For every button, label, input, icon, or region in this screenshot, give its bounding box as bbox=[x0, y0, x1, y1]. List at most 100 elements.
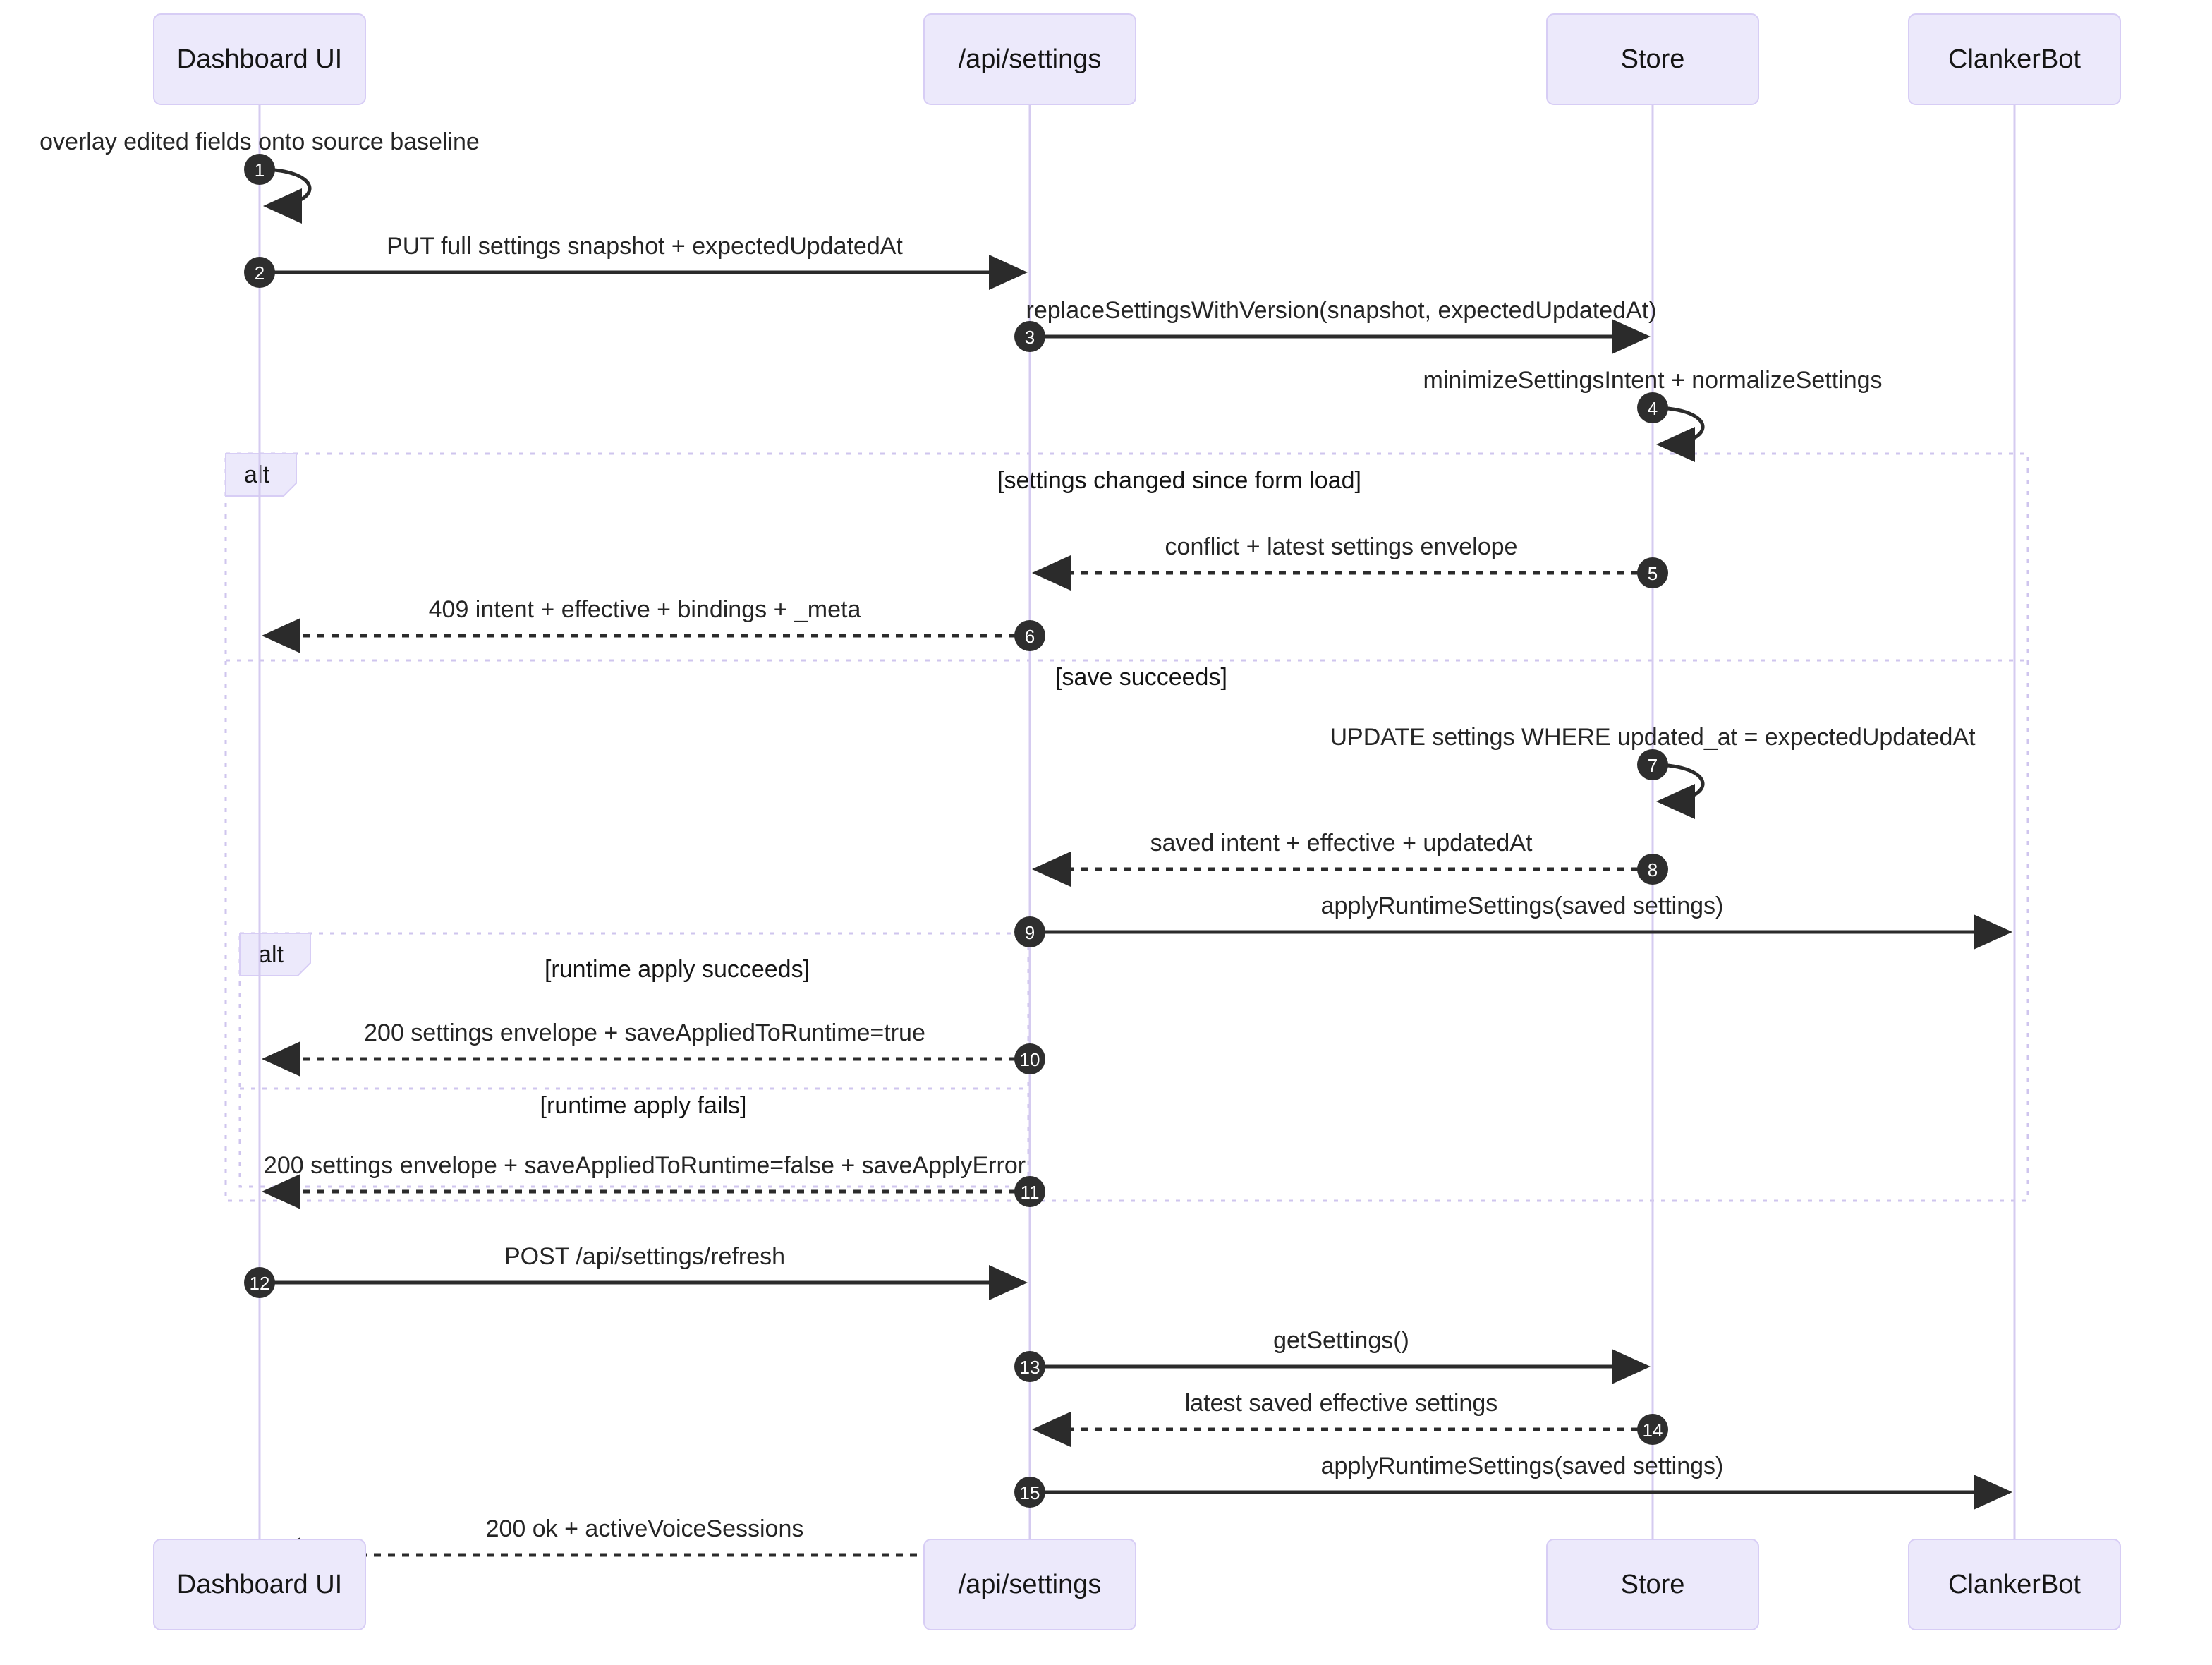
message-2: PUT full settings snapshot + expectedUpd… bbox=[244, 233, 1028, 290]
fragment-condition-label: [runtime apply fails] bbox=[540, 1092, 747, 1119]
fragment-condition-label: [save succeeds] bbox=[1055, 664, 1227, 691]
message-label: minimizeSettingsIntent + normalizeSettin… bbox=[1423, 367, 1882, 394]
sequence-number: 15 bbox=[1020, 1482, 1040, 1503]
message-label: 200 settings envelope + saveAppliedToRun… bbox=[364, 1019, 925, 1046]
sequence-number: 1 bbox=[255, 159, 265, 181]
actor-store-top[interactable]: Store bbox=[1546, 13, 1759, 105]
actor-label: /api/settings bbox=[959, 44, 1102, 74]
message-label: replaceSettingsWithVersion(snapshot, exp… bbox=[1026, 297, 1657, 324]
message-label: 200 ok + activeVoiceSessions bbox=[486, 1515, 804, 1542]
actor-dashboard-bottom[interactable]: Dashboard UI bbox=[153, 1539, 366, 1630]
message-label: overlay edited fields onto source baseli… bbox=[40, 128, 480, 155]
message-15: applyRuntimeSettings(saved settings) 15 bbox=[1014, 1453, 2012, 1510]
actor-label: ClankerBot bbox=[1948, 44, 2081, 74]
sequence-number: 5 bbox=[1648, 563, 1658, 584]
fragment-outer-alt: alt [settings changed since form load] [sa… bbox=[224, 452, 2029, 1202]
sequence-badge bbox=[244, 154, 275, 185]
actor-box[interactable] bbox=[1546, 13, 1759, 105]
sequence-number: 9 bbox=[1025, 922, 1035, 943]
fragment-condition-label: [runtime apply succeeds] bbox=[545, 956, 810, 983]
message-14: latest saved effective settings 14 bbox=[1032, 1390, 1668, 1447]
actor-box[interactable] bbox=[1908, 1539, 2121, 1630]
message-9: applyRuntimeSettings(saved settings) 9 bbox=[1014, 892, 2012, 950]
fragment-operator-tab bbox=[239, 933, 311, 976]
actor-box[interactable] bbox=[153, 13, 366, 105]
sequence-number: 14 bbox=[1643, 1419, 1663, 1441]
actor-dashboard-top[interactable]: Dashboard UI bbox=[153, 13, 366, 105]
sequence-badge bbox=[1014, 1176, 1045, 1207]
sequence-number: 7 bbox=[1648, 755, 1658, 776]
message-3: replaceSettingsWithVersion(snapshot, exp… bbox=[1014, 297, 1657, 354]
message-13: getSettings()13 bbox=[1014, 1327, 1651, 1384]
actor-api-top[interactable]: /api/settings bbox=[923, 13, 1136, 105]
sequence-number: 8 bbox=[1648, 859, 1658, 880]
actor-bot-bottom[interactable]: ClankerBot bbox=[1908, 1539, 2121, 1630]
actor-bot-top[interactable]: ClankerBot bbox=[1908, 13, 2121, 105]
sequence-badge bbox=[244, 1267, 275, 1298]
message-label: applyRuntimeSettings(saved settings) bbox=[1321, 1453, 1724, 1479]
message-10: 200 settings envelope + saveAppliedToRun… bbox=[262, 1019, 1045, 1077]
actor-label: /api/settings bbox=[959, 1570, 1102, 1599]
actor-boxes-top: Dashboard UI/api/settings Store ClankerBot bbox=[153, 13, 2121, 105]
sequence-number: 6 bbox=[1025, 626, 1035, 647]
sequence-number: 11 bbox=[1021, 1182, 1040, 1203]
actor-box[interactable] bbox=[923, 1539, 1136, 1630]
message-7: UPDATE settings WHERE updated_at = expec… bbox=[1330, 724, 1976, 819]
fragment-border bbox=[224, 452, 2029, 1202]
message-self-loop bbox=[1652, 763, 1705, 819]
actor-label: Dashboard UI bbox=[177, 1570, 342, 1599]
actor-boxes-bottom: Dashboard UI/api/settings Store ClankerBot bbox=[153, 1539, 2121, 1630]
message-8: saved intent + effective + updatedAt 8 bbox=[1032, 830, 1668, 887]
actor-label: Store bbox=[1621, 1570, 1685, 1599]
sequence-badge bbox=[1014, 1477, 1045, 1508]
message-label: 409 intent + effective + bindings + _met… bbox=[429, 596, 861, 623]
actor-label: Dashboard UI bbox=[177, 44, 342, 74]
sequence-number: 3 bbox=[1025, 327, 1035, 348]
message-label: applyRuntimeSettings(saved settings) bbox=[1321, 892, 1724, 919]
message-self-loop bbox=[259, 167, 312, 224]
sequence-number: 4 bbox=[1648, 398, 1658, 419]
actor-box[interactable] bbox=[153, 1539, 366, 1630]
message-label: saved intent + effective + updatedAt bbox=[1150, 830, 1533, 856]
fragment-condition-label: [settings changed since form load] bbox=[997, 467, 1361, 494]
message-1: overlay edited fields onto source baseli… bbox=[40, 128, 480, 224]
sequence-badge bbox=[1014, 321, 1045, 352]
sequence-badge bbox=[244, 257, 275, 288]
actor-box[interactable] bbox=[923, 13, 1136, 105]
actor-box[interactable] bbox=[1546, 1539, 1759, 1630]
actor-api-bottom[interactable]: /api/settings bbox=[923, 1539, 1136, 1630]
sequence-badge bbox=[1637, 749, 1668, 780]
fragment-operator-label: alt bbox=[244, 461, 269, 488]
message-label: POST /api/settings/refresh bbox=[504, 1243, 785, 1270]
fragment-inner-alt: alt [runtime apply succeeds] [runtime appl… bbox=[238, 932, 1030, 1188]
sequence-badge bbox=[1014, 1043, 1045, 1074]
message-4: minimizeSettingsIntent + normalizeSettin… bbox=[1423, 367, 1883, 462]
actor-label: Store bbox=[1621, 44, 1685, 74]
message-label: UPDATE settings WHERE updated_at = expec… bbox=[1330, 724, 1976, 751]
sequence-badge bbox=[1637, 1414, 1668, 1445]
sequence-badge bbox=[1014, 620, 1045, 651]
sequence-badge bbox=[1637, 392, 1668, 423]
messages-layer: overlay edited fields onto source baseli… bbox=[40, 128, 2012, 1573]
sequence-badge bbox=[1637, 557, 1668, 588]
message-11: 200 settings envelope + saveAppliedToRun… bbox=[262, 1152, 1045, 1209]
sequence-number: 13 bbox=[1020, 1357, 1040, 1378]
message-label: 200 settings envelope + saveAppliedToRun… bbox=[264, 1152, 1026, 1179]
message-5: conflict + latest settings envelope 5 bbox=[1032, 533, 1668, 591]
actor-label: ClankerBot bbox=[1948, 1570, 2081, 1599]
fragment-operator-tab bbox=[225, 453, 297, 497]
actor-store-bottom[interactable]: Store bbox=[1546, 1539, 1759, 1630]
fragment-frames-layer: alt [settings changed since form load] [sa… bbox=[224, 452, 2029, 1202]
fragment-operator-label: alt bbox=[258, 941, 284, 968]
actor-box[interactable] bbox=[1908, 13, 2121, 105]
message-self-loop bbox=[1652, 406, 1705, 462]
message-label: conflict + latest settings envelope bbox=[1165, 533, 1518, 560]
message-label: PUT full settings snapshot + expectedUpd… bbox=[387, 233, 903, 260]
sequence-number: 2 bbox=[255, 262, 265, 284]
sequence-number: 12 bbox=[250, 1273, 270, 1294]
message-6: 409 intent + effective + bindings + _met… bbox=[262, 596, 1045, 653]
sequence-number: 10 bbox=[1020, 1049, 1040, 1070]
message-label: latest saved effective settings bbox=[1185, 1390, 1498, 1417]
